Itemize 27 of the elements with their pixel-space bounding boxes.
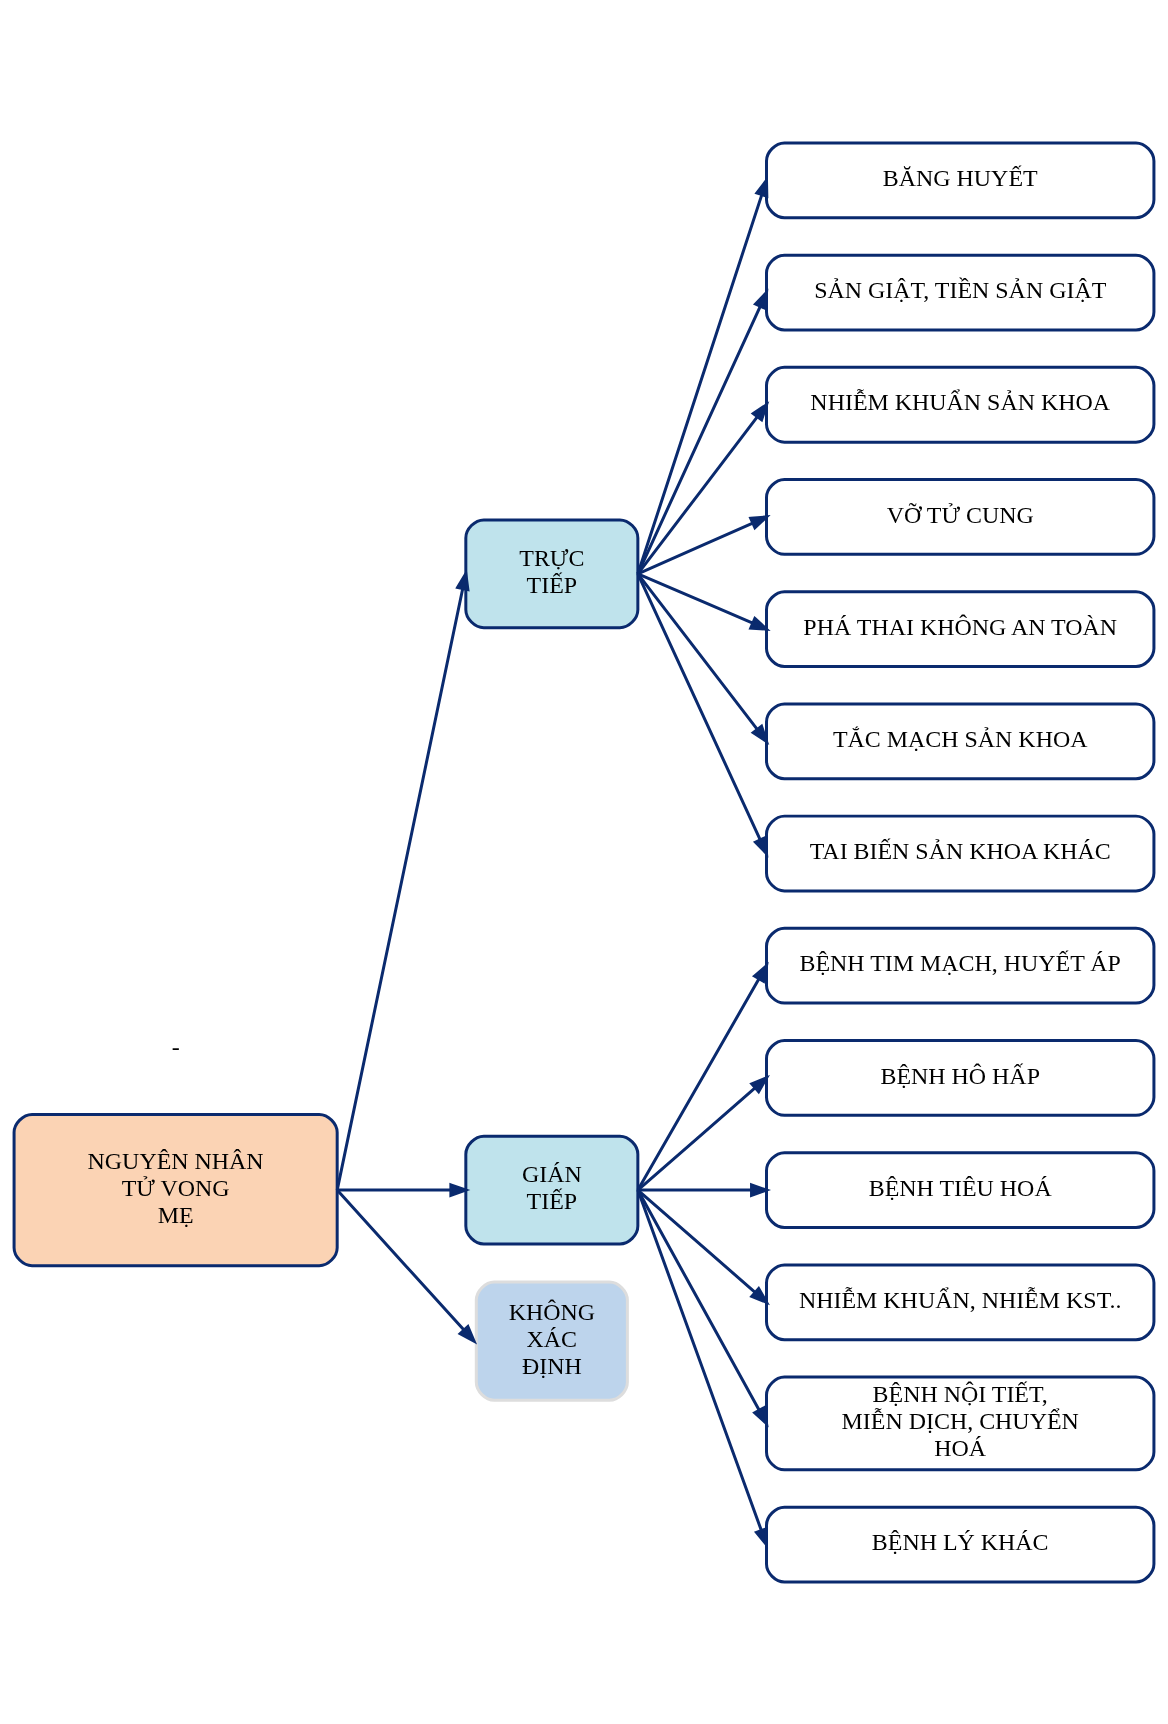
node-box: TRỰC TIẾP (464, 517, 640, 629)
arrow (636, 572, 769, 858)
node-box: NHIỄM KHUẨN SẢN KHOA (765, 365, 1156, 444)
node-box: BỆNH HÔ HẤP (765, 1038, 1156, 1117)
arrow (636, 961, 769, 1191)
node-box: BỆNH TIM MẠCH, HUYẾT ÁP (765, 926, 1156, 1005)
arrow (637, 514, 771, 575)
label: - (171, 1033, 180, 1060)
node-box: TẮC MẠCH SẢN KHOA (765, 701, 1156, 780)
node-box: BỆNH NỘI TIẾT, MIỄN DỊCH, CHUYỂN HOÁ (765, 1375, 1156, 1471)
node-box: NHIỄM KHUẨN, NHIỄM KST.. (765, 1262, 1156, 1341)
node-box: BỆNH TIÊU HOÁ (765, 1150, 1156, 1229)
node-box: SẢN GIẬT, TIỀN SẢN GIẬT (765, 253, 1156, 331)
node-box: PHÁ THAI KHÔNG AN TOÀN (765, 589, 1156, 668)
node-box: BỆNH LÝ KHÁC (765, 1505, 1156, 1583)
node-box: KHÔNG XÁC ĐỊNH (474, 1280, 629, 1402)
arrow (637, 571, 771, 631)
node-box: VỠ TỬ CUNG (765, 477, 1156, 556)
node-box: TAI BIẾN SẢN KHOA KHÁC (765, 814, 1156, 892)
node-box: BĂNG HUYẾT (765, 141, 1156, 219)
arrow (337, 1182, 471, 1197)
node-box: NGUYÊN NHÂN TỬ VONG MẸ (12, 1112, 339, 1267)
node-box: GIÁN TIẾP (464, 1134, 640, 1245)
arrow (637, 1182, 772, 1197)
arrow (636, 1188, 769, 1427)
arrow (336, 1188, 478, 1345)
arrow (636, 287, 769, 574)
